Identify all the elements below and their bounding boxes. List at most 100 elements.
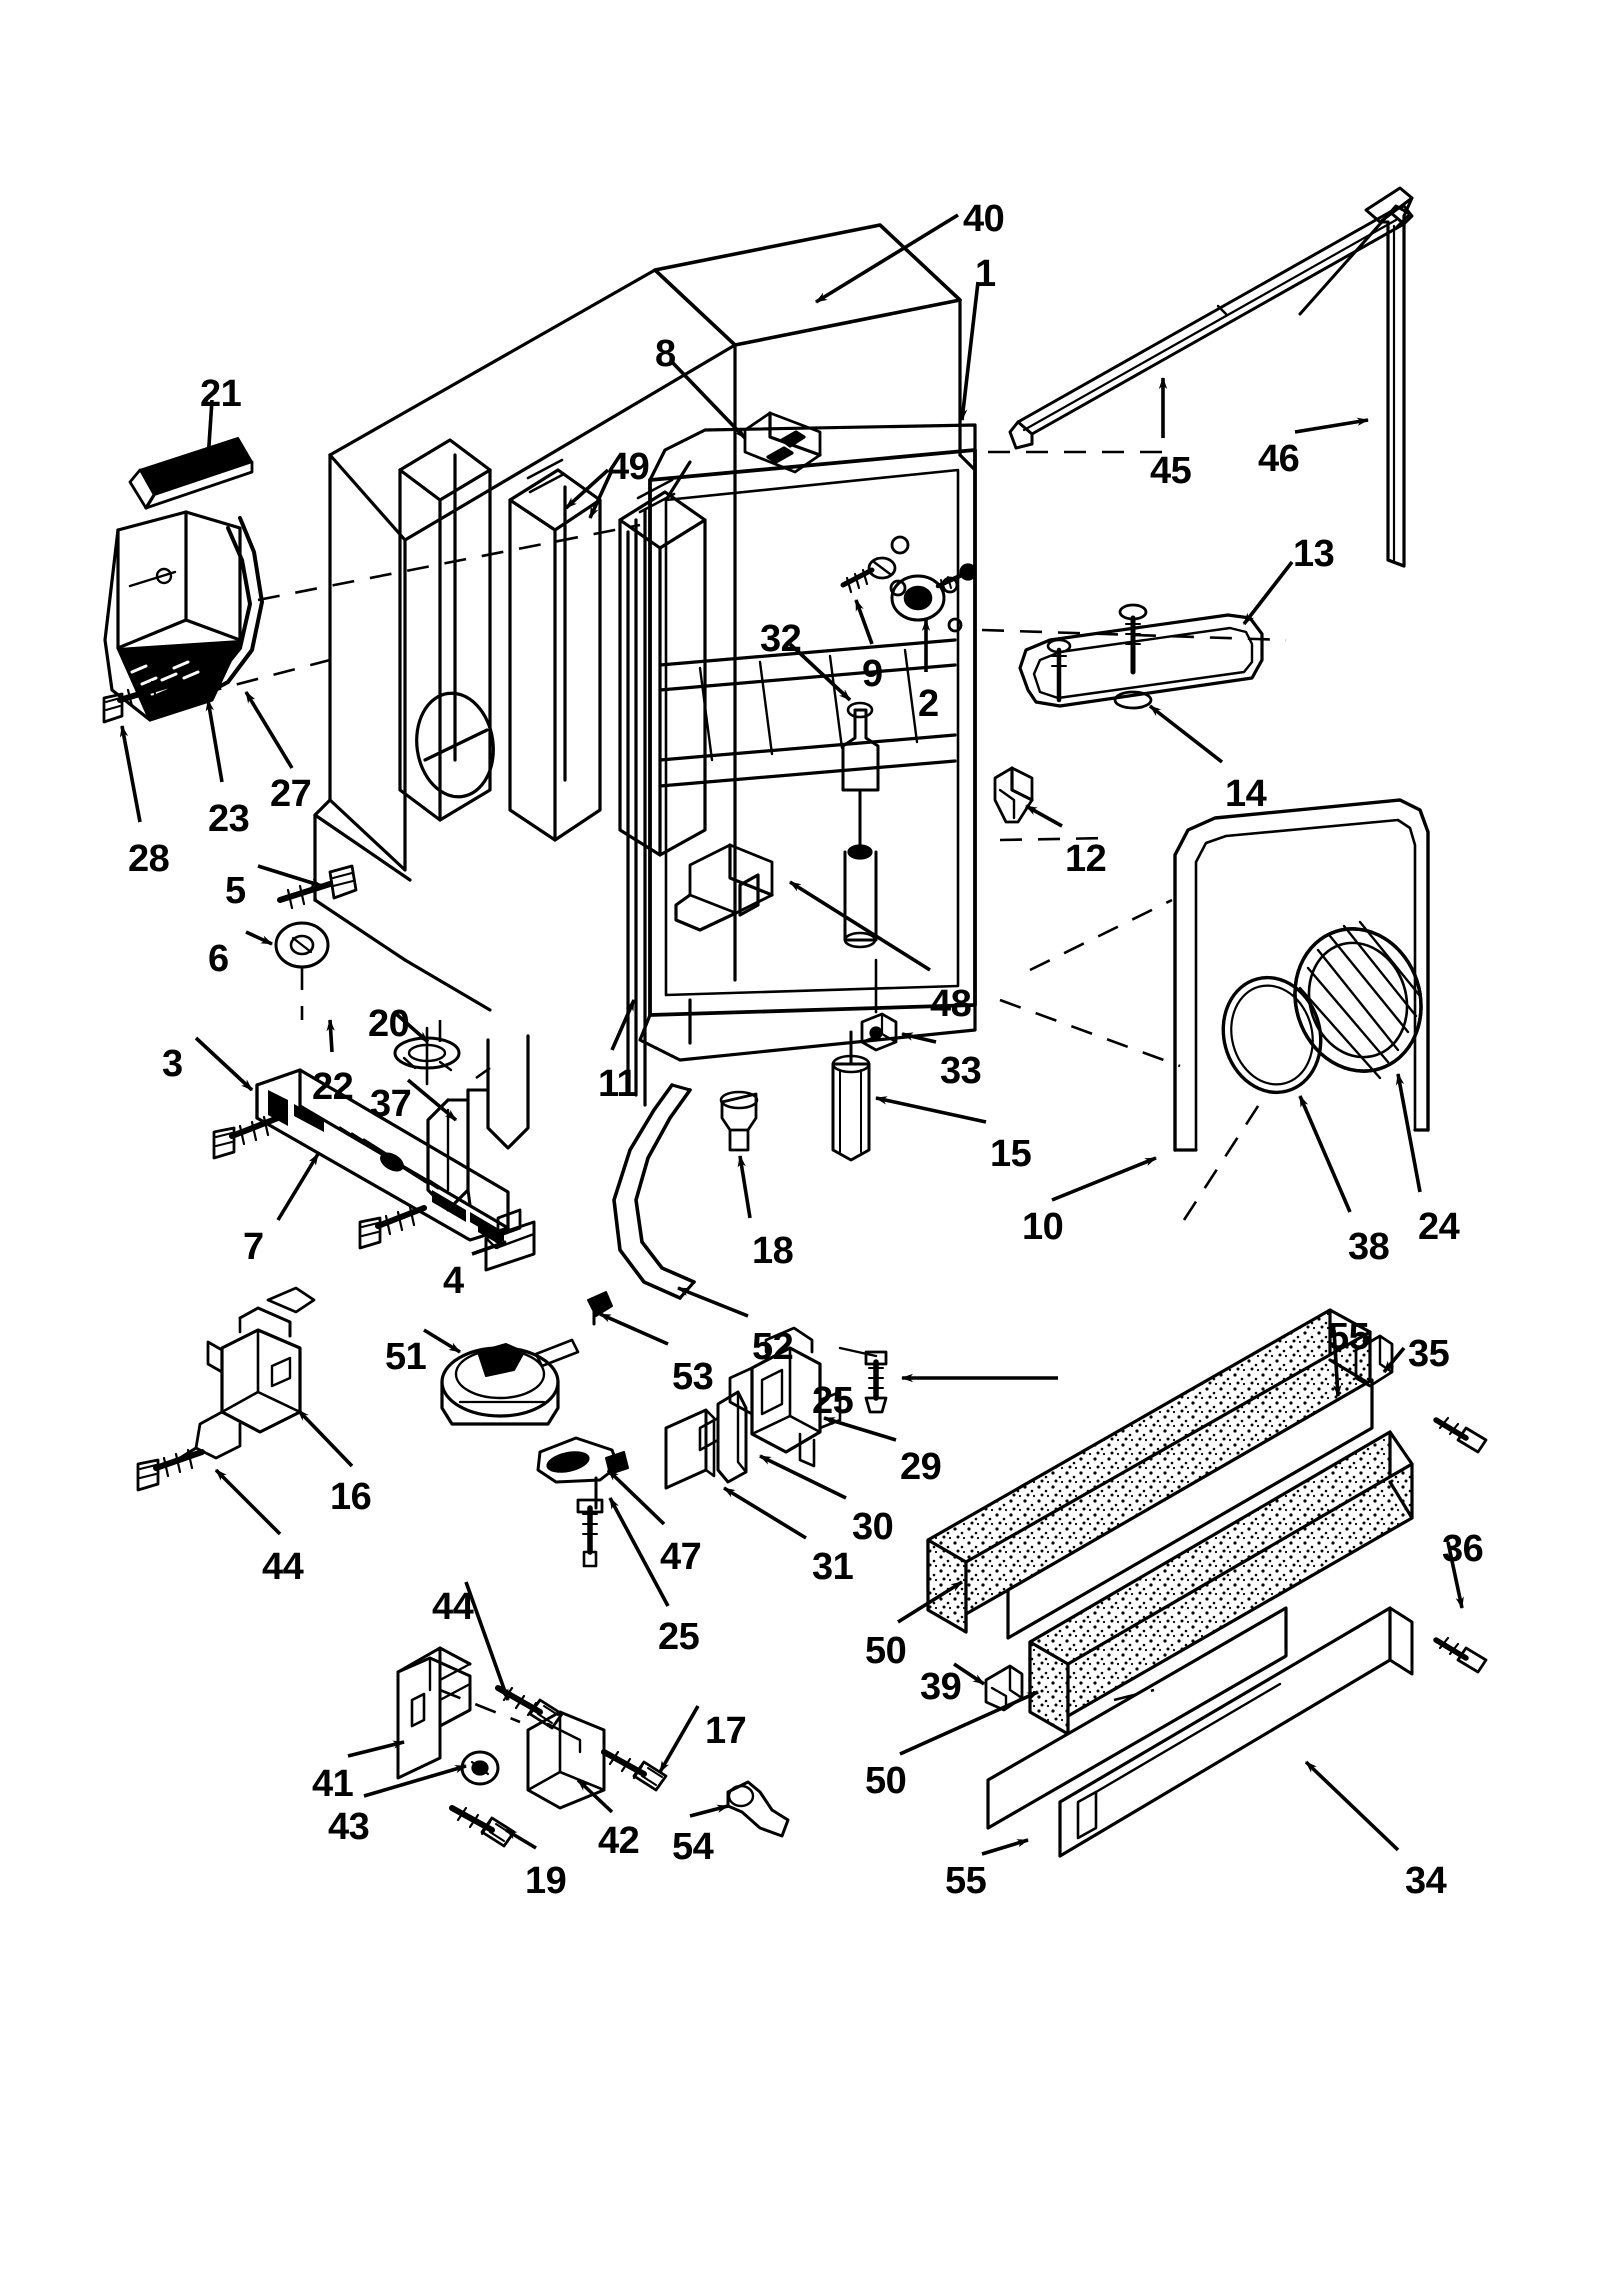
part-36-screw-a — [1433, 1416, 1488, 1454]
callout-number-24: 24 — [1418, 1206, 1460, 1248]
callout-number-5: 5 — [225, 870, 246, 912]
part-24-fan-wheel — [1293, 920, 1423, 1080]
callout-number-9: 9 — [862, 653, 883, 695]
tub-mount-holes — [889, 535, 963, 633]
part-48-bracket — [674, 843, 774, 932]
part-7-screw — [212, 1115, 281, 1160]
part-47-lever — [536, 1436, 629, 1510]
part-25-screw-lever — [576, 1498, 604, 1568]
callout-number-37: 37 — [370, 1083, 412, 1125]
callout-number-49: 49 — [608, 446, 650, 488]
callout-number-30: 30 — [852, 1506, 894, 1548]
part-14-screw — [1046, 603, 1153, 710]
part-2-grommet — [890, 563, 977, 622]
part-19-screw — [449, 1805, 516, 1848]
callout-number-15: 15 — [990, 1133, 1032, 1175]
part-51-pressure-switch — [440, 1338, 580, 1426]
part-16-water-valve — [178, 1286, 316, 1460]
callout-number-39: 39 — [920, 1666, 962, 1708]
callout-number-34: 34 — [1405, 1860, 1447, 1902]
callout-number-11: 11 — [598, 1063, 638, 1105]
callout-number-38: 38 — [1348, 1226, 1390, 1268]
callout-number-45: 45 — [1150, 450, 1192, 492]
part-29-latch-body — [728, 1326, 842, 1468]
part-55-panel-upper — [1006, 1378, 1374, 1640]
callout-number-27: 27 — [270, 773, 312, 815]
callout-number-47: 47 — [660, 1536, 702, 1578]
tub-front-frame — [638, 423, 977, 1062]
part-18-grommet — [719, 1090, 759, 1152]
callout-number-50a: 50 — [865, 1630, 907, 1672]
callout-leader-lines — [119, 213, 1464, 1856]
callout-number-44a: 44 — [262, 1546, 304, 1588]
callout-number-54: 54 — [672, 1826, 714, 1868]
part-12-clip — [993, 766, 1034, 824]
callout-number-42: 42 — [598, 1820, 640, 1862]
part-8-clip — [743, 411, 822, 474]
part-46-rail — [1298, 186, 1414, 568]
callout-number-3: 3 — [162, 1043, 183, 1085]
part-41-housing — [396, 1646, 472, 1780]
callout-number-52: 52 — [752, 1326, 794, 1368]
callout-number-8: 8 — [655, 333, 676, 375]
callout-number-10: 10 — [1022, 1206, 1064, 1248]
callout-number-50b: 50 — [865, 1760, 907, 1802]
callout-number-31: 31 — [812, 1546, 854, 1588]
part-50b-insulation-lower — [1028, 1430, 1414, 1736]
callout-number-6: 6 — [208, 938, 229, 980]
dishwasher-tub-body — [313, 223, 977, 1012]
callout-number-16: 16 — [330, 1476, 372, 1518]
callout-number-35: 35 — [1408, 1333, 1450, 1375]
part-10-vent-duct — [1173, 798, 1430, 1152]
callout-number-13: 13 — [1293, 533, 1335, 575]
part-50-insulation-upper — [926, 1308, 1372, 1634]
callout-number-18: 18 — [752, 1230, 794, 1272]
callout-number-29: 29 — [900, 1446, 942, 1488]
callout-number-36: 36 — [1442, 1528, 1484, 1570]
callout-number-21: 21 — [200, 373, 242, 415]
callout-number-44b: 44 — [432, 1586, 474, 1628]
part-17-screw — [601, 1749, 668, 1792]
part-55b-panel-lower — [986, 1606, 1288, 1830]
part-3-mounting-bracket — [255, 1068, 510, 1246]
callout-number-1: 1 — [975, 253, 996, 295]
callout-number-33: 33 — [940, 1050, 982, 1092]
callout-number-41: 41 — [312, 1763, 354, 1805]
part-53-clamp — [587, 1291, 613, 1326]
part-31-plate — [664, 1408, 716, 1490]
part-13-wire-loop — [1018, 613, 1264, 708]
callout-number-17: 17 — [705, 1710, 747, 1752]
callout-number-20: 20 — [368, 1003, 410, 1045]
part-36-screw-b — [1433, 1636, 1488, 1674]
part-9-screw — [840, 556, 897, 594]
assembly-alignment-lines — [199, 450, 1287, 1724]
part-25b-screw-latch — [838, 1346, 888, 1414]
callout-number-2: 2 — [918, 683, 939, 725]
part-11-panel-edge — [626, 508, 647, 1107]
part-44-screw-valve — [136, 1448, 205, 1492]
tub-rack-slides — [398, 438, 707, 857]
callout-number-43: 43 — [328, 1806, 370, 1848]
callout-number-51: 51 — [385, 1336, 427, 1378]
part-52-drain-hose — [612, 1083, 696, 1300]
callout-number-22: 22 — [312, 1066, 354, 1108]
part-37-s-tube — [426, 1034, 530, 1212]
callout-number-46: 46 — [1258, 438, 1300, 480]
callout-number-55b: 55 — [945, 1860, 987, 1902]
part-6-washer — [274, 921, 330, 969]
part-15-leg — [831, 1030, 871, 1162]
part-45-rail — [1008, 204, 1414, 450]
callout-number-53: 53 — [672, 1356, 714, 1398]
callout-number-23: 23 — [208, 798, 250, 840]
callout-number-7: 7 — [243, 1226, 264, 1268]
part-21-strip — [128, 437, 254, 510]
callout-number-25: 25 — [812, 1380, 854, 1422]
callout-number-32: 32 — [760, 618, 802, 660]
part-32-sump-tube — [841, 701, 880, 949]
callout-number-25b: 25 — [658, 1616, 700, 1658]
part-43-grommet — [460, 1750, 500, 1786]
callout-number-12: 12 — [1065, 838, 1107, 880]
callout-number-14: 14 — [1225, 773, 1267, 815]
